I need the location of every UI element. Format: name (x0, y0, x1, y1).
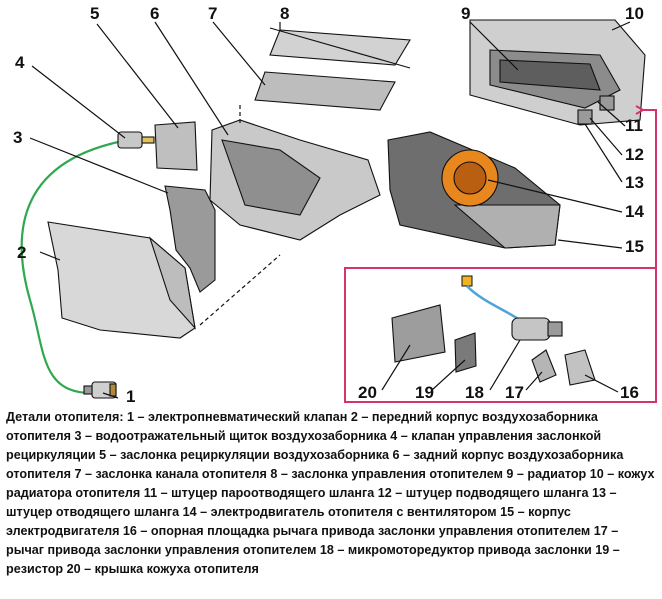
callout-17: 17 (505, 383, 524, 402)
inset-frame (344, 267, 657, 403)
callout-4: 4 (15, 53, 25, 72)
callout-8: 8 (280, 4, 289, 23)
part-blower-assembly (387, 131, 561, 249)
pneumatic-hose (20, 138, 129, 395)
callout-20: 20 (358, 383, 377, 402)
part-micromotor-reducer (461, 275, 563, 341)
callout-5: 5 (90, 4, 99, 23)
part-electropneumatic-valve (83, 381, 117, 399)
part-heater-flaps (254, 27, 411, 111)
callout-7: 7 (208, 4, 217, 23)
callout-3: 3 (13, 128, 22, 147)
part-radiator-assembly (469, 19, 646, 126)
callout-15: 15 (625, 237, 644, 256)
part-lever-support (564, 349, 596, 386)
parts-legend-caption: Детали отопителя: 1 – электропневматичес… (6, 410, 655, 576)
callout-10: 10 (625, 4, 644, 23)
part-recirc-flap (154, 121, 198, 171)
callout-16: 16 (620, 383, 639, 402)
part-resistor (454, 332, 477, 373)
callout-13: 13 (625, 173, 644, 192)
leader-lines (29, 21, 631, 399)
callout-9: 9 (461, 4, 470, 23)
callout-1: 1 (126, 387, 135, 405)
part-heater-shroud-cover (391, 304, 446, 363)
callout-11: 11 (625, 116, 643, 135)
part-damper-lever (531, 349, 557, 383)
callout-14: 14 (625, 202, 644, 221)
callout-2: 2 (17, 243, 26, 262)
heater-parts-diagram: 1 2 3 4 5 6 7 8 9 10 11 12 13 14 15 16 1… (13, 4, 657, 405)
callout-18: 18 (465, 383, 484, 402)
callout-12: 12 (625, 145, 644, 164)
callout-19: 19 (415, 383, 434, 402)
callout-6: 6 (150, 4, 159, 23)
part-recirc-control-valve (117, 131, 155, 149)
part-water-deflector (164, 185, 216, 293)
